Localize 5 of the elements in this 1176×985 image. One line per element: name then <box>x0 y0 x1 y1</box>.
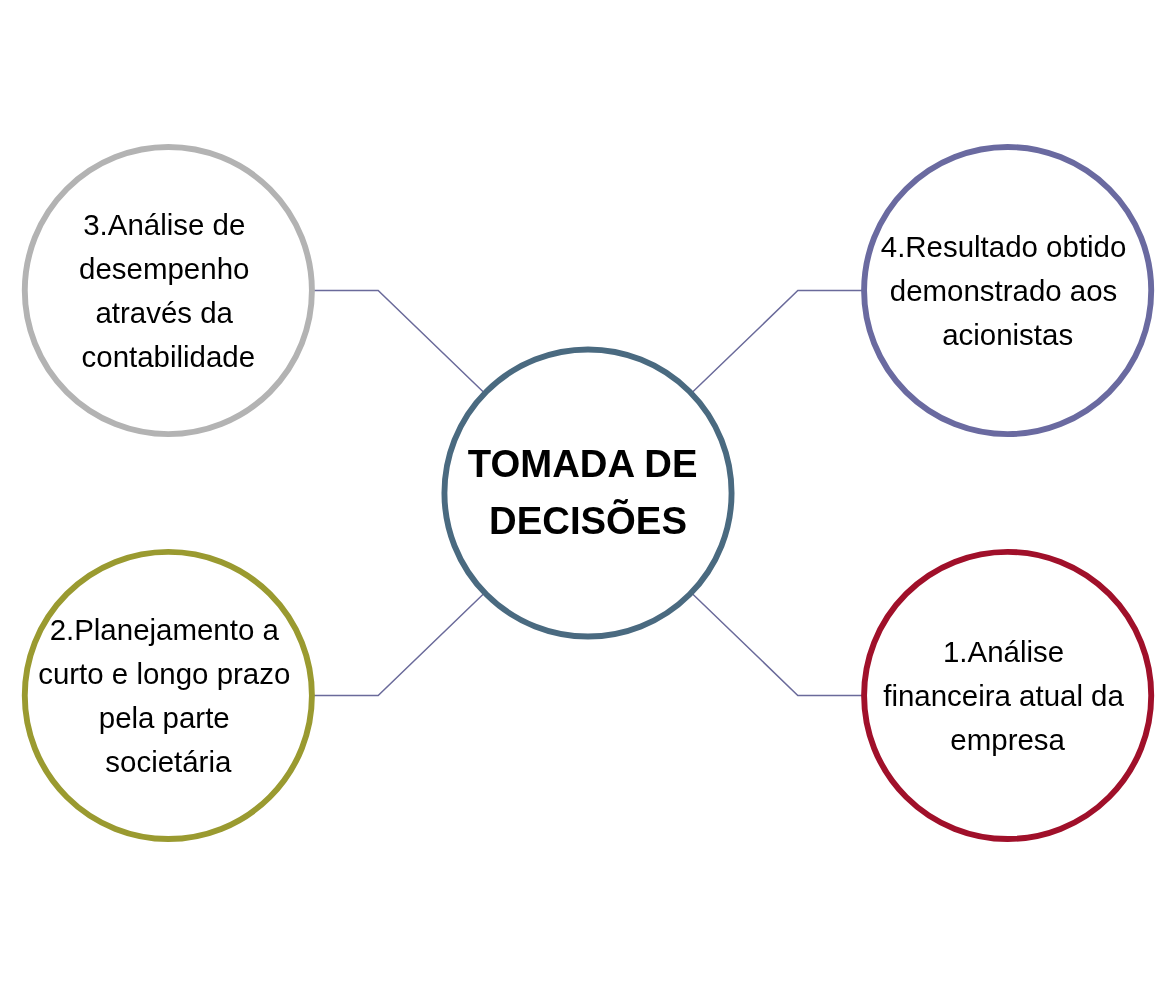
node-circle: 4.Resultado obtido demonstrado aos acionistas <box>861 143 1155 437</box>
node-circle: 1.Análise financeira atual da empresa <box>861 548 1155 842</box>
node-circle: 3.Análise de desempenho através da contabilidade <box>21 143 315 437</box>
node-circle: 2.Planejamento a curto e longo prazo pela parte societária <box>21 548 315 842</box>
node-circle: TOMADA DE DECISÕES <box>441 346 735 639</box>
